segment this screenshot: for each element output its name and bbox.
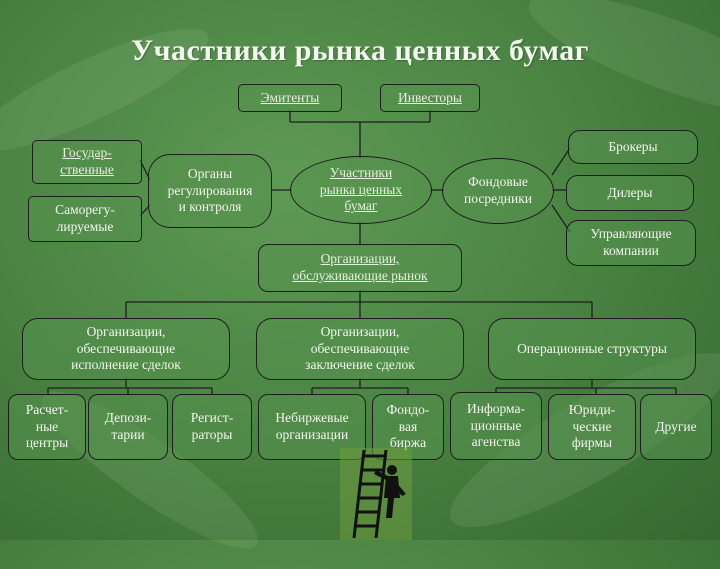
ladder-climber-icon [340, 448, 412, 540]
node-registrars: Регист- раторы [172, 394, 252, 460]
page-title: Участники рынка ценных бумаг [131, 34, 589, 67]
node-settlement: Расчет- ные центры [8, 394, 86, 460]
node-other: Другие [640, 394, 712, 460]
node-investors: Инвесторы [380, 84, 480, 112]
node-operational: Операционные структуры [488, 318, 696, 380]
node-servicing: Организации, обслуживающие рынок [258, 244, 462, 292]
node-info: Информа- ционные агенства [450, 392, 542, 460]
node-legal: Юриди- ческие фирмы [548, 394, 636, 460]
node-depositories: Депози- тарии [88, 394, 168, 460]
node-regulators: Органы регулирования и контроля [148, 154, 272, 228]
node-emitters: Эмитенты [238, 84, 342, 112]
node-dealers: Дилеры [566, 175, 694, 211]
node-selfreg: Саморегу- лируемые [28, 196, 142, 242]
node-brokers: Брокеры [568, 130, 698, 164]
node-state: Государ- ственные [32, 140, 142, 184]
node-execution: Организации, обеспечивающие исполнение с… [22, 318, 230, 380]
node-managers: Управляющие компании [566, 220, 696, 266]
node-participants: Участники рынка ценных бумаг [290, 156, 432, 224]
node-conclusion: Организации, обеспечивающие заключение с… [256, 318, 464, 380]
node-intermediaries: Фондовые посредники [442, 158, 554, 224]
